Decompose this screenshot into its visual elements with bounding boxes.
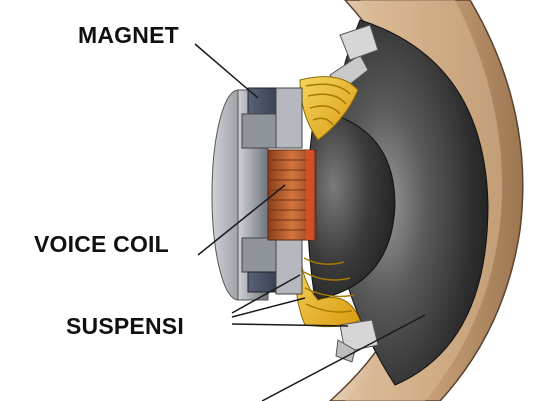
label-voice-coil: VOICE COIL <box>34 231 169 257</box>
spider-lower <box>295 244 361 328</box>
label-magnet: MAGNET <box>78 22 179 48</box>
top-plate <box>275 87 303 295</box>
leader-line-cone <box>261 314 426 401</box>
leader-line-suspensi-3 <box>231 323 349 327</box>
leader-lines <box>194 43 426 401</box>
leader-line-suspensi-2 <box>231 297 306 318</box>
leader-line-magnet <box>194 43 259 99</box>
voice-coil <box>267 149 317 241</box>
leader-line-suspensi-1 <box>231 274 301 314</box>
spider-upper <box>299 76 359 141</box>
leader-line-voice-coil <box>197 184 286 256</box>
label-suspensi: SUSPENSI <box>66 313 184 339</box>
